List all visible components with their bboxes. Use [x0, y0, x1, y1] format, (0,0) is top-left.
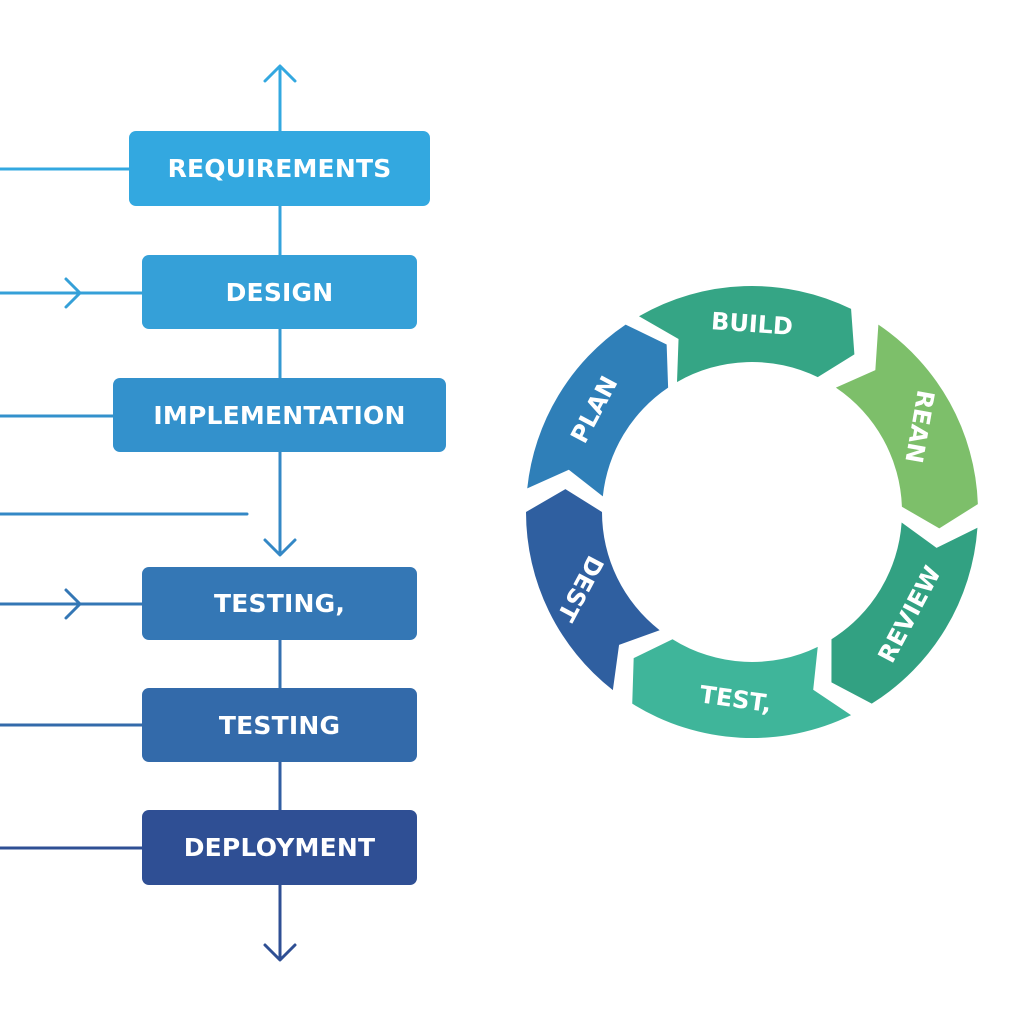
- stage-label: TESTING: [218, 710, 341, 740]
- cycle-segment-plan[interactable]: [527, 324, 669, 497]
- stage-label: TESTING,: [213, 589, 346, 618]
- cycle-segment-build[interactable]: [639, 286, 855, 383]
- stage-box-testing-1[interactable]: TESTING,: [142, 567, 417, 640]
- stage-label: IMPLEMENTATION: [153, 400, 406, 430]
- cycle-segment-rean[interactable]: [835, 324, 978, 529]
- stage-label: REQUIREMENTS: [167, 154, 392, 183]
- arrow-up-icon: [263, 64, 297, 83]
- cycle-segment-label: BUILD: [710, 307, 794, 341]
- stage-label: DEPLOYMENT: [183, 833, 376, 862]
- cycle-segment-test[interactable]: [632, 639, 852, 738]
- stage-box-implementation[interactable]: IMPLEMENTATION: [113, 378, 446, 452]
- stage-label: DESIGN: [225, 277, 334, 307]
- cycle-segment-dest[interactable]: [526, 489, 660, 691]
- arrow-right-icon: [64, 277, 82, 309]
- stage-box-deployment[interactable]: DEPLOYMENT: [142, 810, 417, 885]
- stage-box-testing-2[interactable]: TESTING: [142, 688, 417, 762]
- stage-box-design[interactable]: DESIGN: [142, 255, 417, 329]
- arrow-down-icon: [263, 943, 297, 962]
- arrow-down-icon: [263, 538, 297, 557]
- stage-box-requirements[interactable]: REQUIREMENTS: [129, 131, 430, 206]
- cycle-segment-review[interactable]: [831, 522, 978, 704]
- arrow-right-icon: [64, 588, 82, 620]
